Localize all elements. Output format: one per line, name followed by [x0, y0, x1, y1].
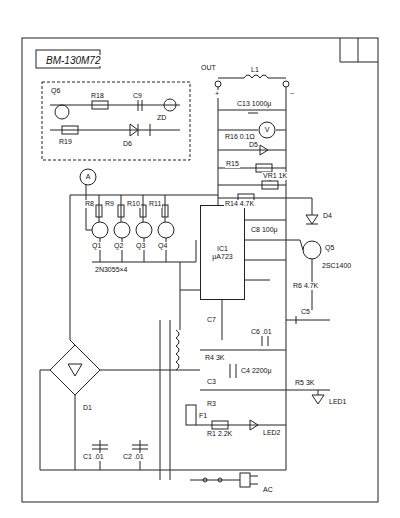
part-label: R10 — [126, 200, 141, 208]
part-label: R3 — [206, 400, 217, 408]
part-label: R1 2.2K — [206, 430, 233, 438]
part-label: C13 1000μ — [236, 100, 272, 108]
node-text: IC1 — [217, 245, 228, 253]
part-label: VR1 1K — [262, 172, 288, 180]
part-label: C8 100μ — [250, 226, 279, 234]
part-label: L1 — [250, 66, 260, 74]
part-label: R16 0.1Ω — [224, 133, 256, 141]
part-label: D5 — [248, 141, 259, 149]
frame — [22, 38, 378, 502]
part-label: LED2 — [262, 429, 282, 437]
part-label: R14 4.7K — [224, 200, 255, 208]
part-label: Q5 — [324, 244, 335, 252]
meter-symbol: V — [258, 121, 276, 139]
part-label: C7 — [206, 316, 217, 324]
ic-box: IC1μA723 — [200, 205, 245, 300]
part-label: R9 — [104, 200, 115, 208]
part-label: R11 — [148, 200, 162, 208]
diagram-title: BM-130M72 — [44, 55, 102, 66]
part-label: 2N3055×4 — [94, 266, 129, 274]
node-text: μA723 — [212, 253, 232, 261]
part-label: Q6 — [50, 87, 61, 95]
part-label: C3 — [206, 378, 217, 386]
part-label: R4 3K — [204, 354, 225, 362]
part-label: C2 .01 — [122, 453, 145, 461]
part-label: C5 — [300, 308, 311, 316]
part-label: Q1 — [91, 242, 102, 250]
part-label: R15 — [225, 160, 240, 168]
part-label: LED1 — [328, 398, 348, 406]
node-text: V — [265, 126, 270, 134]
part-label: R18 — [90, 92, 105, 100]
part-label: OUT — [200, 64, 217, 72]
part-label: AC — [262, 486, 274, 494]
part-label: 2SC1400 — [321, 262, 352, 270]
part-label: D1 — [82, 404, 93, 412]
part-label: + — [214, 90, 220, 98]
node-text: A — [86, 173, 91, 181]
part-label: R5 3K — [294, 379, 315, 387]
part-label: C6 .01 — [250, 328, 273, 336]
meter-symbol: A — [79, 168, 97, 186]
part-label: R8 — [84, 200, 95, 208]
part-label: Q2 — [113, 242, 124, 250]
part-label: C9 — [132, 92, 143, 100]
part-label: D4 — [322, 212, 333, 220]
part-label: F1 — [198, 412, 208, 420]
part-label: C4 2200μ — [240, 367, 273, 375]
part-label: R6 4.7K — [292, 282, 319, 290]
part-label: C1 .01 — [82, 453, 105, 461]
part-label: Q4 — [157, 242, 168, 250]
dashed-subcircuit — [42, 82, 190, 160]
part-label: Q3 — [135, 242, 146, 250]
part-label: D6 — [122, 140, 133, 148]
part-label: R19 — [58, 138, 73, 146]
part-label: − — [289, 90, 295, 98]
part-label: ZD — [156, 114, 167, 122]
